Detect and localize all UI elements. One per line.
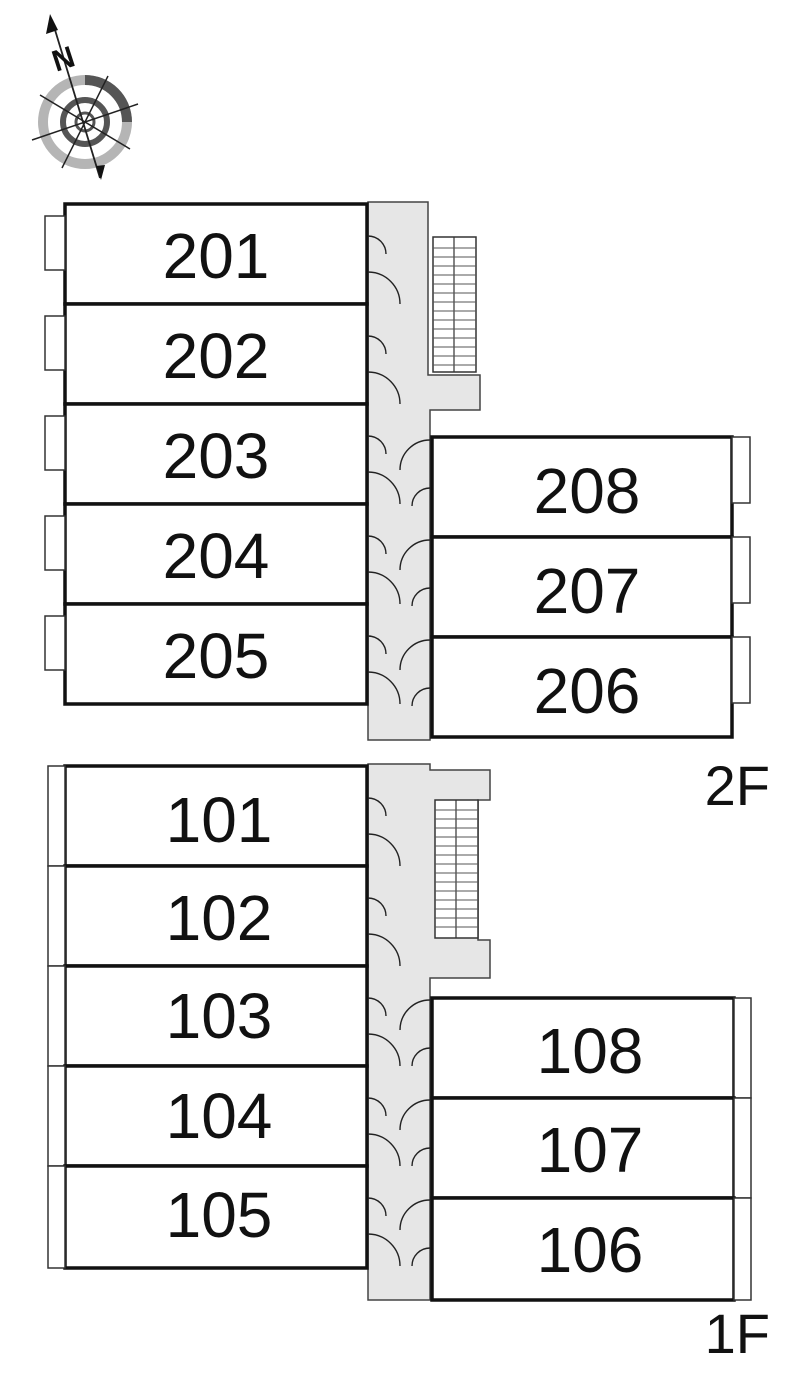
floor-label-2f: 2F bbox=[705, 754, 770, 817]
room-202: 202 bbox=[44, 302, 369, 406]
room-101: 101 bbox=[47, 764, 369, 868]
room-label: 203 bbox=[163, 420, 270, 492]
room-105: 105 bbox=[47, 1164, 369, 1270]
room-107: 107 bbox=[430, 1096, 752, 1200]
room-201: 201 bbox=[44, 202, 369, 306]
room-203: 203 bbox=[44, 402, 369, 506]
room-208: 208 bbox=[430, 435, 751, 539]
room-104: 104 bbox=[47, 1064, 369, 1168]
room-204: 204 bbox=[44, 502, 369, 606]
room-label: 101 bbox=[166, 784, 273, 856]
room-label: 206 bbox=[534, 655, 641, 727]
room-label: 208 bbox=[534, 455, 641, 527]
room-label: 104 bbox=[166, 1080, 273, 1152]
doors-2f bbox=[367, 235, 431, 707]
stair-1f bbox=[434, 799, 479, 939]
room-label: 202 bbox=[163, 320, 270, 392]
room-label: 105 bbox=[166, 1179, 273, 1251]
stair-2f bbox=[432, 236, 477, 373]
floor-label-1f: 1F bbox=[705, 1302, 770, 1365]
room-207: 207 bbox=[430, 535, 751, 639]
corridor-2f bbox=[367, 201, 481, 741]
room-206: 206 bbox=[430, 635, 751, 739]
room-103: 103 bbox=[47, 964, 369, 1068]
north-letter: N bbox=[48, 40, 79, 78]
room-label: 204 bbox=[163, 520, 270, 592]
floor-1f: 101 102 103 104 105 108 bbox=[47, 763, 770, 1365]
room-label: 103 bbox=[166, 980, 273, 1052]
room-102: 102 bbox=[47, 864, 369, 968]
floor-2f: 201 202 203 204 205 208 bbox=[44, 201, 770, 817]
room-106: 106 bbox=[430, 1196, 752, 1302]
room-label: 106 bbox=[537, 1214, 644, 1286]
room-205: 205 bbox=[44, 602, 369, 706]
room-label: 205 bbox=[163, 620, 270, 692]
compass-icon: N bbox=[31, 14, 139, 180]
room-label: 107 bbox=[537, 1114, 644, 1186]
room-108: 108 bbox=[430, 996, 752, 1100]
doors-1f bbox=[367, 797, 431, 1267]
room-label: 102 bbox=[166, 882, 273, 954]
room-label: 207 bbox=[534, 555, 641, 627]
room-label: 201 bbox=[163, 220, 270, 292]
room-label: 108 bbox=[537, 1015, 644, 1087]
